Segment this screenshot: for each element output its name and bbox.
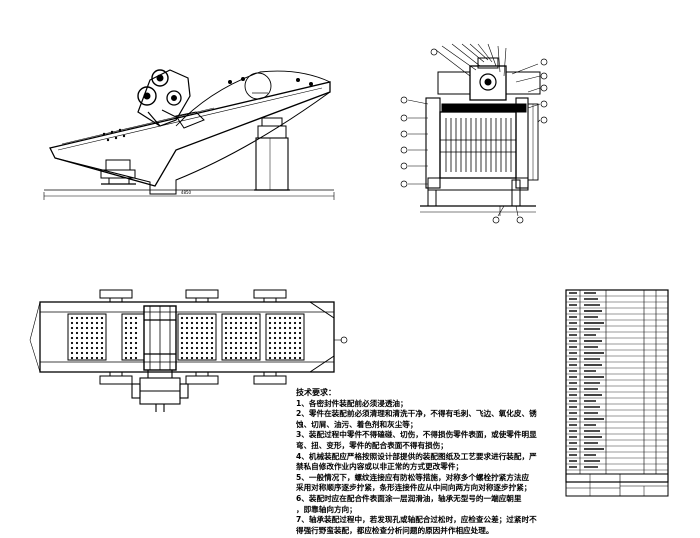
note-line: 1、各密封件装配前必须浸透油； <box>296 398 408 408</box>
end-view <box>400 43 548 224</box>
drive-motor-units <box>131 370 189 412</box>
note-line: 得强行野蛮装配，都应检查分析问题的原因并作相应处理。 <box>296 525 494 535</box>
plan-view <box>29 289 348 412</box>
technical-requirements: 技术要求： 1、各密封件装配前必须浸透油； 2、零件在装配前必须清理和清洗干净，… <box>296 388 586 536</box>
vibrator-motor-assembly <box>137 69 205 129</box>
note-line: ，即靠轴向方向； <box>296 504 357 514</box>
note-line: 5、一般情况下，螺纹连接应有防松等措施，对称多个螺栓拧紧方法应 <box>296 472 530 482</box>
note-line: 禁私自修改作业内容或以非正常的方式更改零件； <box>296 462 464 472</box>
note-line: 蚀、切屑、油污、着色剂和灰尘等； <box>296 419 418 429</box>
right-support-column <box>254 117 290 191</box>
note-line: 2、零件在装配前必须清理和清洗干净，不得有毛刺、飞边、氧化皮、锈 <box>296 409 537 419</box>
note-line: 4、机械装配应严格按照设计部提供的装配图纸及工艺要求进行装配，严 <box>296 451 537 461</box>
note-line: 6、装配时应在配合件表面涂一层润滑油，轴承无型号的一端应朝里 <box>296 493 522 503</box>
screen-mesh-pattern <box>70 316 302 360</box>
note-line: 弯、扭、变形，零件的配合表面不得有损伤； <box>296 440 448 450</box>
note-line: 3、装配过程中零件不得磕碰、切伤，不得损伤零件表面，或使零件明显 <box>296 430 537 440</box>
note-line: 7、轴承装配过程中，若发现孔或轴配合过松时，应检查公差；过紧时不 <box>296 515 537 525</box>
feed-opening-icon <box>244 72 272 100</box>
side-dimension-label: 4850 <box>181 190 192 195</box>
left-support-base <box>100 159 136 185</box>
notes-heading: 技术要求： <box>296 388 336 397</box>
side-elevation-view <box>43 69 335 200</box>
note-line: 采用对称顺序逐步拧紧，条形连接件应从中间向两方向对称逐步拧紧； <box>296 483 532 493</box>
parts-list-table <box>565 289 669 497</box>
